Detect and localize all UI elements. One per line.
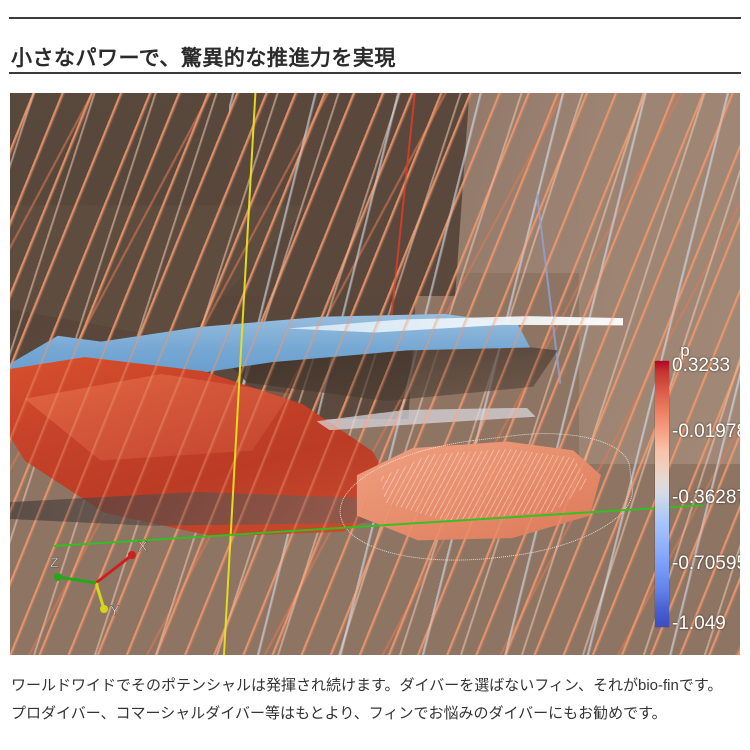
axis-triad-icon: X Y Z — [50, 538, 148, 618]
colorbar-legend: p 0.3233 -0.019784 -0.36287 -0.70595 -1.… — [646, 341, 740, 634]
body-copy-line-2: プロダイバー、コマーシャルダイバー等はもとより、フィンでお悩みのダイバーにもお勧… — [11, 705, 667, 722]
triad-z-tip — [54, 573, 62, 581]
triad-y-axis — [94, 582, 106, 610]
triad-x-axis — [95, 553, 133, 585]
streamlines-foreground — [10, 93, 740, 655]
triad-y-label: Y — [110, 602, 120, 618]
colorbar-tick-2: -0.36287 — [672, 487, 740, 508]
triad-y-tip — [100, 605, 108, 613]
colorbar-title: p — [680, 341, 690, 360]
axis-triad-widget: X Y Z — [44, 533, 154, 619]
colorbar-tick-3: -0.70595 — [672, 553, 740, 574]
triad-x-tip — [128, 551, 136, 559]
body-copy: ワールドワイドでそのポテンシャルは発揮され続けます。ダイバーを選ばないフィン、そ… — [11, 672, 741, 728]
header-rule-bottom — [9, 72, 741, 74]
colorbar-tick-0: 0.3233 — [672, 355, 731, 376]
triad-z-axis — [57, 575, 97, 585]
cfd-visualization-figure: X Y Z p 0.3233 -0.019784 -0.36287 -0.705… — [10, 93, 740, 655]
colorbar-tick-1: -0.019784 — [672, 421, 740, 442]
page-title: 小さなパワーで、驚異的な推進力を実現 — [11, 47, 396, 71]
header-rule-top — [9, 17, 741, 19]
colorbar-tick-4: -1.049 — [672, 613, 726, 634]
colorbar-gradient — [655, 361, 669, 627]
triad-z-label: Z — [50, 554, 59, 570]
triad-x-label: X — [138, 538, 148, 554]
body-copy-line-1: ワールドワイドでそのポテンシャルは発揮され続けます。ダイバーを選ばないフィン、そ… — [11, 677, 723, 694]
